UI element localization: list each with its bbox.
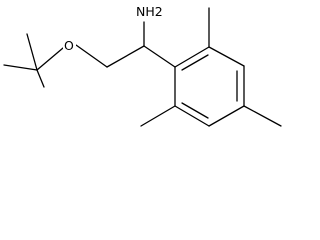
tert-butyl-group bbox=[3, 33, 64, 88]
ethoxy-chain bbox=[75, 21, 176, 68]
ring-bond-1 bbox=[174, 46, 210, 68]
methyl-substituents bbox=[140, 7, 282, 127]
ring-bond-4 bbox=[208, 105, 245, 127]
amine-group: NH2 bbox=[136, 4, 163, 19]
bond-ch-to-ring bbox=[143, 45, 176, 68]
oxygen-label: O bbox=[64, 38, 74, 53]
chemical-structure-diagram: O NH2 bbox=[3, 4, 282, 127]
bond-tbu-methyl-bottom bbox=[36, 69, 45, 88]
amine-label: NH2 bbox=[136, 4, 163, 19]
bond-methyl-left bbox=[140, 105, 176, 127]
benzene-ring bbox=[174, 46, 245, 127]
oxygen-atom: O bbox=[63, 38, 76, 53]
bond-oxygen-to-ch2 bbox=[75, 44, 108, 68]
ring-bond-2 bbox=[208, 46, 245, 67]
bond-tbu-methyl-top bbox=[26, 33, 38, 71]
bond-tbu-methyl-left bbox=[3, 64, 38, 71]
ring-bond-5 bbox=[174, 105, 210, 127]
ring-double-bond-upper bbox=[181, 54, 209, 71]
ring-double-bond-lower bbox=[181, 102, 209, 119]
bond-ch2-to-ch bbox=[106, 45, 145, 68]
bond-tbu-to-oxygen bbox=[36, 47, 64, 71]
bond-methyl-right bbox=[243, 105, 282, 127]
